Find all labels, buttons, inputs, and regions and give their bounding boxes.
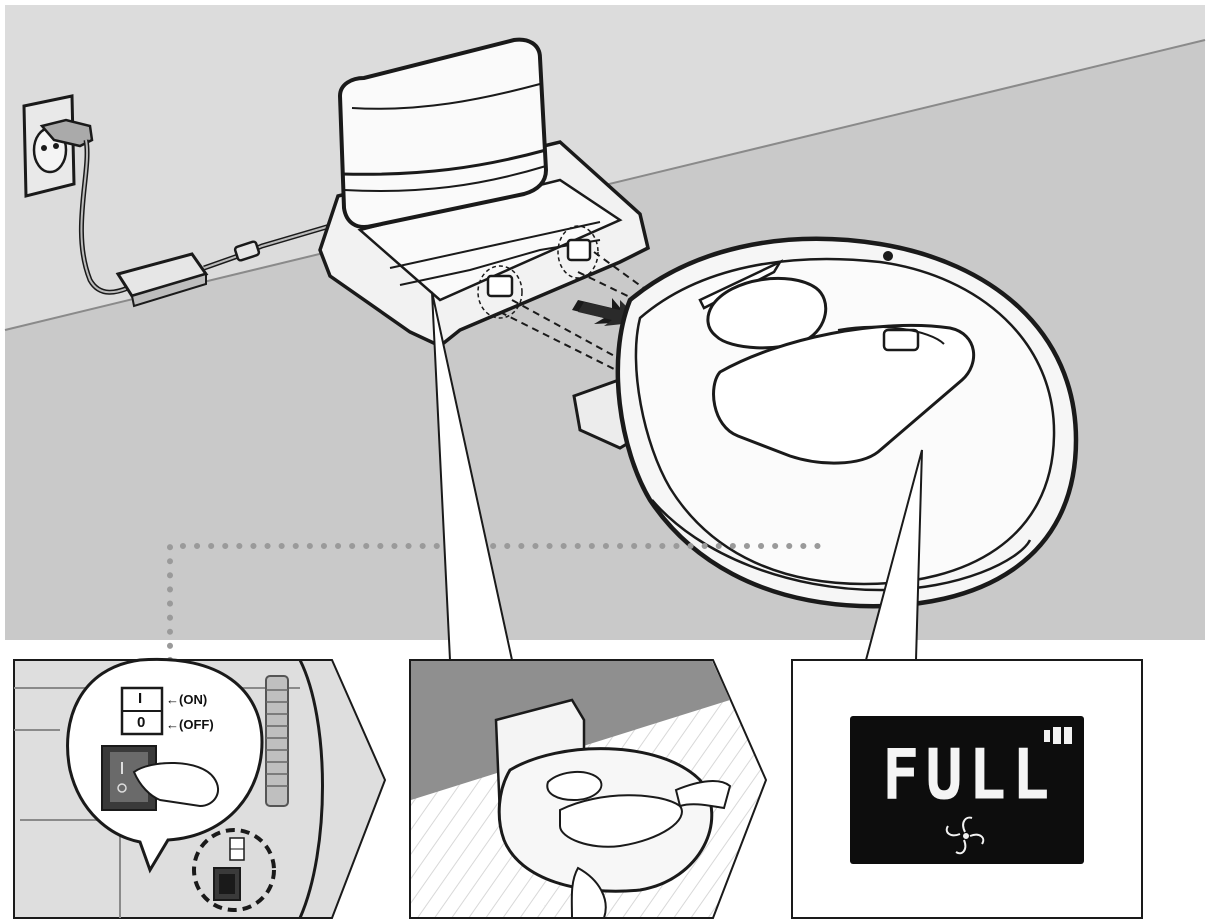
switch-on-label: ←(ON) xyxy=(166,692,207,707)
panel-robot-docked xyxy=(410,660,766,918)
switch-off-symbol: 0 xyxy=(137,714,145,731)
arrow-off-icon: ← xyxy=(166,717,179,732)
display-status-text: FULL xyxy=(882,734,1052,816)
off-text: (OFF) xyxy=(179,717,214,732)
arrow-on-icon: ← xyxy=(166,692,179,707)
switch-off-label: ←(OFF) xyxy=(166,717,214,732)
switch-on-symbol: I xyxy=(138,690,142,707)
on-text: (ON) xyxy=(179,692,207,707)
